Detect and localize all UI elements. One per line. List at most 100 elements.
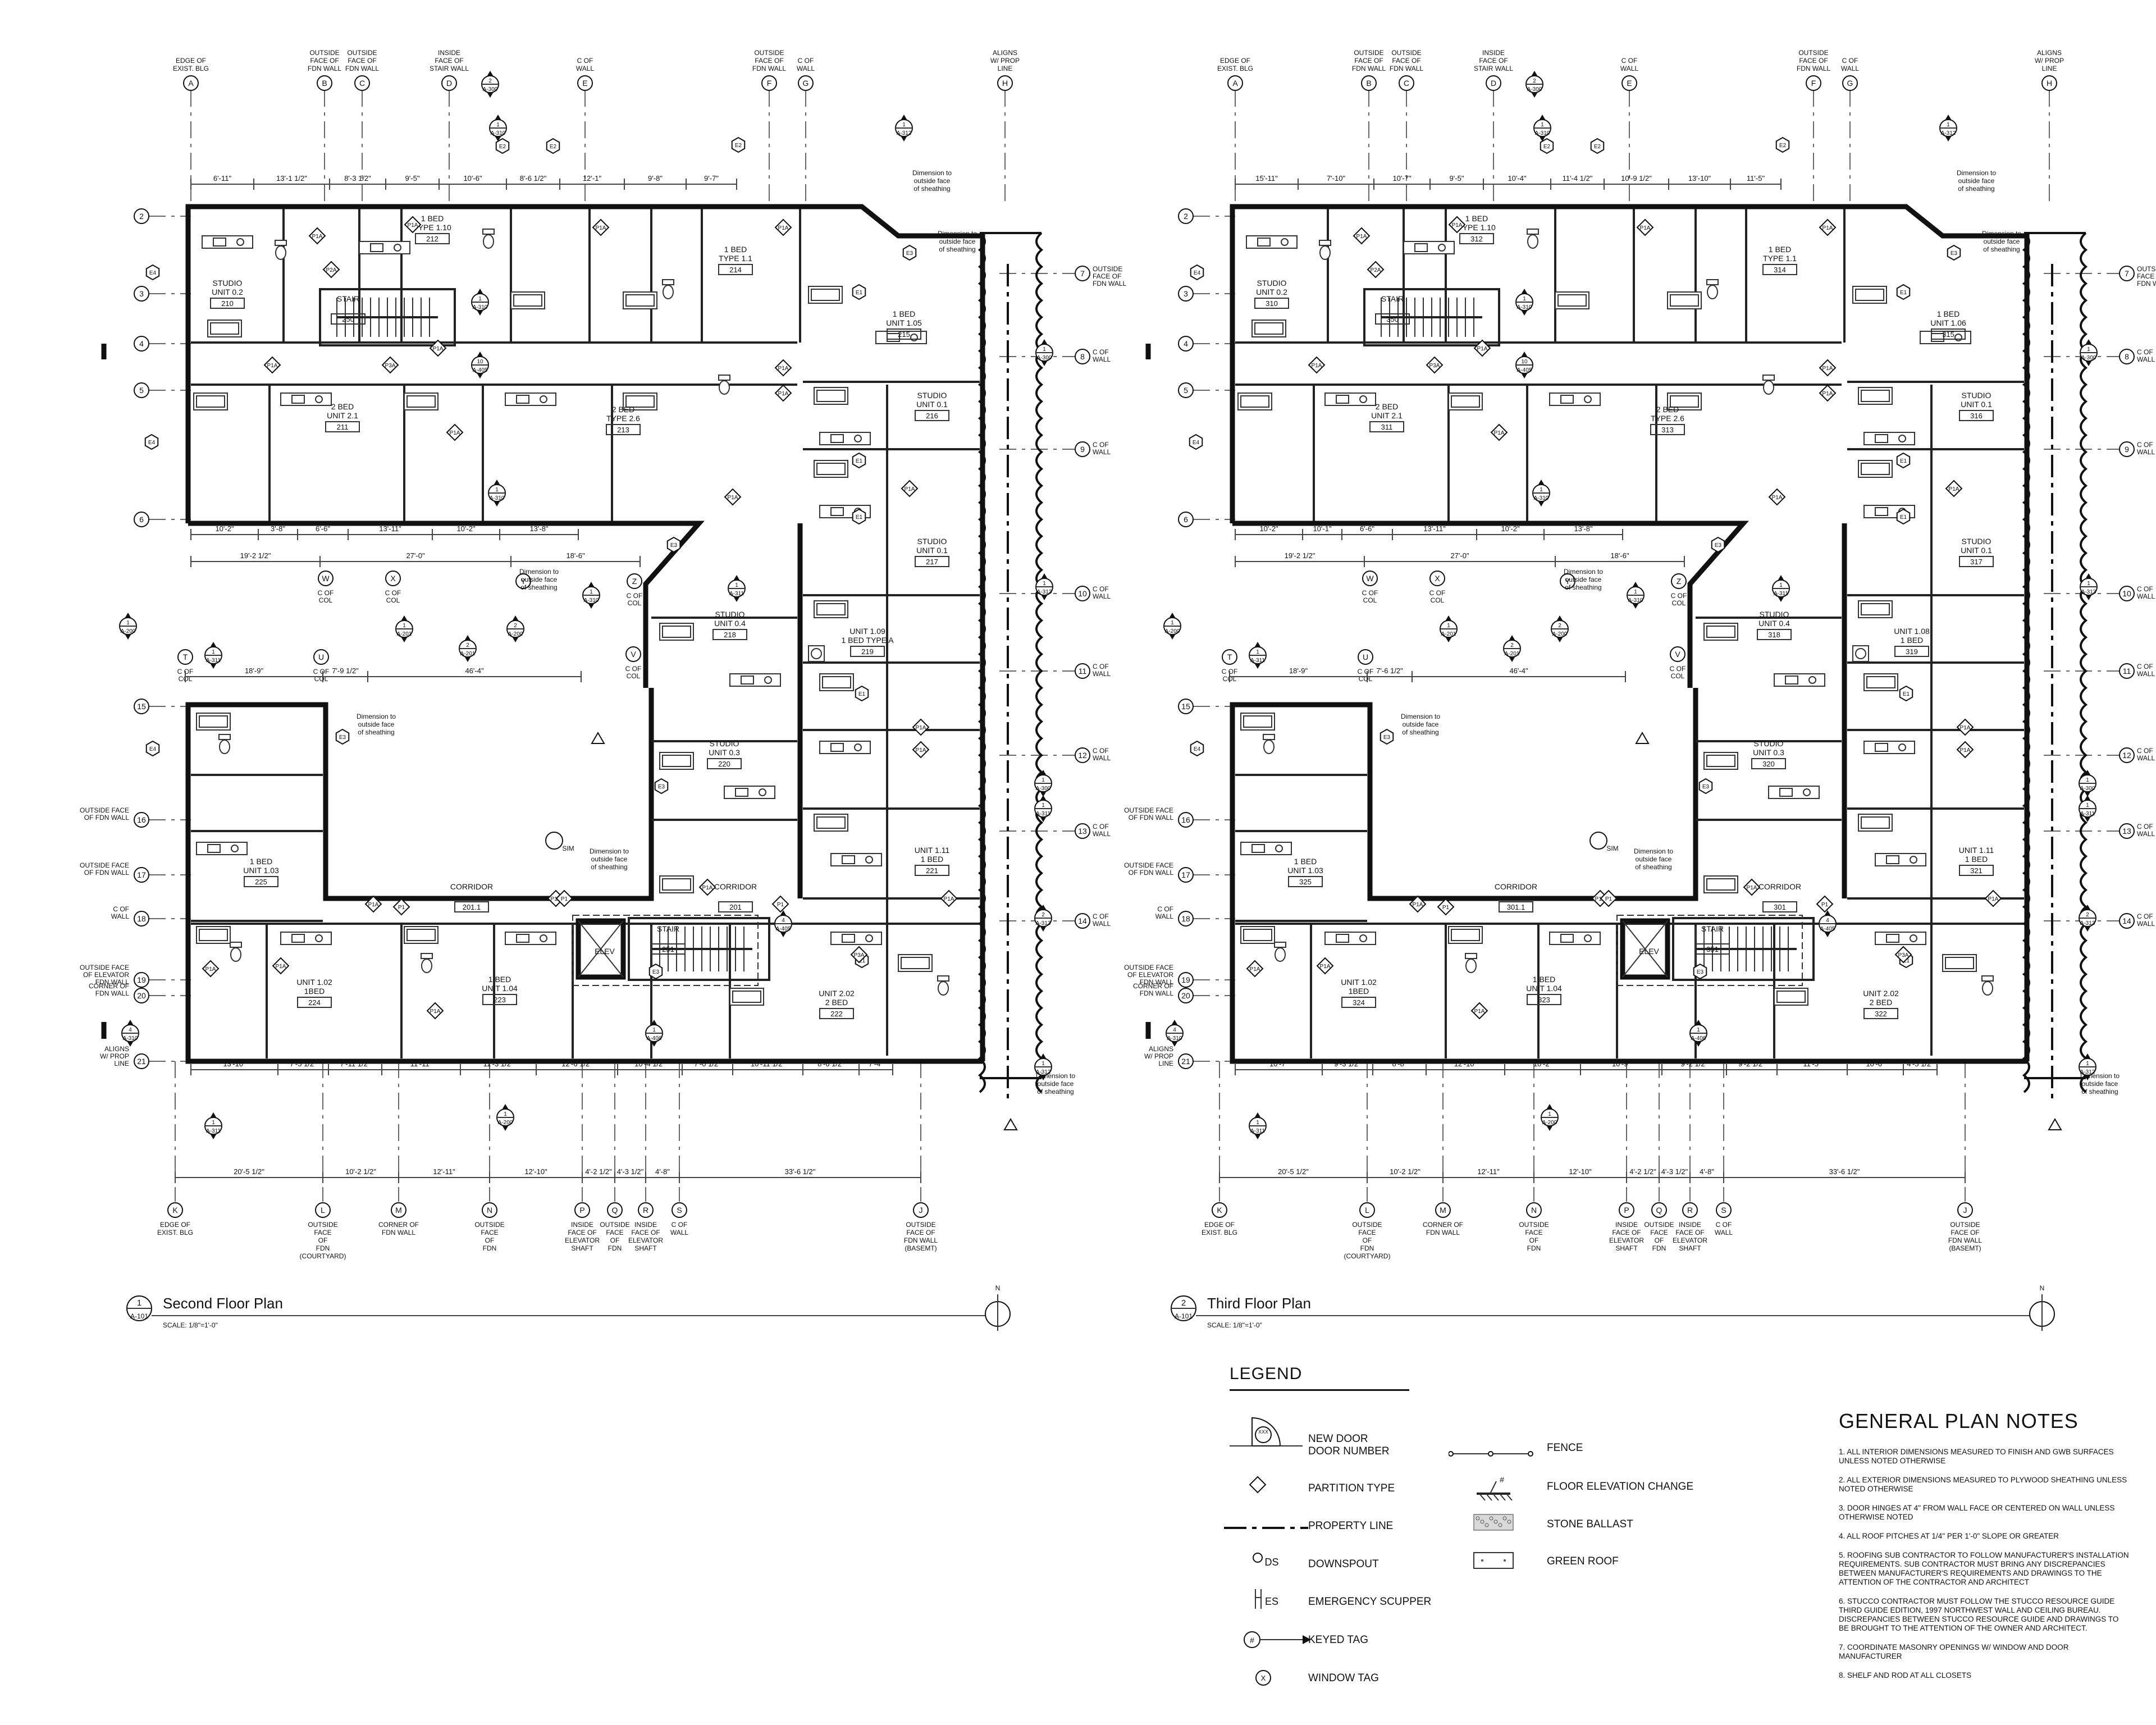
section-sheet: A-406 xyxy=(1691,1035,1706,1042)
grid-bubble-c: C xyxy=(354,75,370,91)
partition-tag-outline xyxy=(1426,356,1444,374)
toilet-bowl xyxy=(1763,380,1774,395)
grid-bubble-4: 4 xyxy=(1178,336,1194,352)
grid-note: C OF xyxy=(1842,57,1858,65)
section-number: 1 xyxy=(1043,346,1046,353)
room-name: STUDIO xyxy=(1962,537,1991,546)
toilet-tank xyxy=(421,953,433,959)
room-type: 1BED xyxy=(1349,987,1369,996)
dimension-text: 9'-7" xyxy=(704,174,719,182)
section-number: 1 xyxy=(1042,802,1045,809)
grid-note: CORNER OF xyxy=(1423,1221,1463,1229)
section-number: 1 xyxy=(2086,1061,2089,1067)
tub-inner xyxy=(1855,289,1884,301)
section-number: 4 xyxy=(129,1027,132,1033)
section-tag: 1A-312 xyxy=(2079,1053,2096,1080)
room-number-box xyxy=(1369,421,1404,432)
grid-note: EDGE OF xyxy=(160,1221,190,1229)
dimension-text: 10'-1" xyxy=(1313,524,1332,533)
sheathing-note: outside face xyxy=(2082,1080,2118,1088)
grid-bubble-label: C xyxy=(359,79,365,88)
room-number-box xyxy=(415,233,450,244)
room-name: STAIR xyxy=(657,924,679,933)
grid-bubble-circle xyxy=(134,1053,149,1069)
sheathing-note: Dimension to xyxy=(519,568,559,576)
sink xyxy=(1336,934,1349,943)
partition-tag-label: P1A xyxy=(1595,896,1606,902)
section-sheet: A-300 xyxy=(1527,86,1542,93)
partition-tag-label: P1A xyxy=(702,885,713,891)
grid-bubble-circle xyxy=(1178,1053,1194,1069)
grid-note: WALL xyxy=(1093,448,1111,456)
grid-note: FACE OF xyxy=(1612,1229,1641,1236)
tub-fixture xyxy=(1863,673,1898,691)
room-number-box xyxy=(1650,424,1685,435)
grid-bubble-label: 19 xyxy=(137,975,146,984)
room-type: UNIT 1.03 xyxy=(1287,866,1323,875)
toilet-fixture xyxy=(1981,975,1994,996)
ballast-stone xyxy=(1484,1523,1489,1527)
toilet-bowl xyxy=(230,947,241,962)
toilet-bowl xyxy=(1707,285,1718,299)
room-number: 250 xyxy=(342,315,354,323)
grid-bubble-a: A xyxy=(1227,75,1243,91)
sheathing-note: Dimension to xyxy=(357,713,396,720)
partition-tag-label: P1A xyxy=(450,430,460,436)
dimension-text: 9'-5" xyxy=(405,174,420,182)
partition-tag: P1A xyxy=(446,423,464,441)
grid-bubble-label: 15 xyxy=(1181,702,1190,711)
grid-bubble-21: 21 xyxy=(1178,1053,1194,1069)
section-sheet: A-405 xyxy=(473,367,488,373)
section-number: 1 xyxy=(1523,296,1526,302)
section-number: 1 xyxy=(1947,122,1950,128)
partition-tag-outline xyxy=(1816,895,1834,913)
floor-change-hatch xyxy=(1492,1493,1499,1501)
room-type: 1BED xyxy=(304,987,325,996)
room-type: TYPE 2.6 xyxy=(606,414,640,423)
dimension-text: 10'-2" xyxy=(456,524,476,533)
grid-bubble-19: 19 xyxy=(134,972,149,988)
elevator-stair-hatch xyxy=(1616,915,1803,986)
grid-note: CORNER OF xyxy=(378,1221,419,1229)
room-name: 2 BED xyxy=(1656,405,1679,414)
grid-bubble-label: 13 xyxy=(1078,827,1087,836)
tag-label: E2 xyxy=(1543,144,1551,150)
grid-bubble-circle xyxy=(1716,1202,1732,1218)
tag-outline xyxy=(1190,740,1204,757)
grid-bubble-7: 7 xyxy=(2119,266,2135,281)
partition-tag: P3A xyxy=(1894,946,1912,964)
room-number-box xyxy=(1341,997,1376,1008)
grid-bubble-label: V xyxy=(1675,650,1680,659)
tub-inner xyxy=(1557,294,1587,307)
partition-tag-outline xyxy=(1246,960,1264,978)
toilet-tank xyxy=(1527,229,1539,235)
plan-title: Third Floor Plan xyxy=(1207,1295,1311,1312)
dimension-text: 13'-8" xyxy=(529,524,549,533)
tub-fixture xyxy=(729,988,764,1006)
keyed-tag-e3: E3 xyxy=(1693,963,1707,980)
toilet-bowl xyxy=(1263,740,1275,754)
partition-tag: P1 xyxy=(555,889,573,907)
grid-bubble-circle xyxy=(134,336,149,352)
floor-change-hatch xyxy=(1479,1493,1486,1501)
partition-tag-label: P1A xyxy=(1747,885,1757,891)
partition-tag: P2A xyxy=(322,261,340,279)
grid-bubble-21: 21 xyxy=(134,1053,149,1069)
grid-note: COL xyxy=(627,672,641,680)
grid-bubble-circle xyxy=(1842,75,1858,91)
counter xyxy=(1324,932,1376,945)
section-number: 1 xyxy=(1447,623,1450,629)
burner xyxy=(1438,244,1446,252)
section-number: 2 xyxy=(2086,912,2089,918)
ballast-stone xyxy=(1476,1516,1480,1521)
grid-bubble-circle xyxy=(638,1202,654,1218)
grid-bubble-circle xyxy=(1178,911,1194,927)
section-sheet: A-311 xyxy=(729,591,744,597)
green-roof-dot xyxy=(1504,1559,1506,1562)
room-name: STUDIO xyxy=(1754,739,1784,748)
grid-bubble-s: S xyxy=(672,1202,687,1218)
dimension-text: 13'-8" xyxy=(1574,524,1593,533)
partition-tag-outline xyxy=(1956,741,1974,759)
grid-bubble-circle xyxy=(2119,663,2135,679)
